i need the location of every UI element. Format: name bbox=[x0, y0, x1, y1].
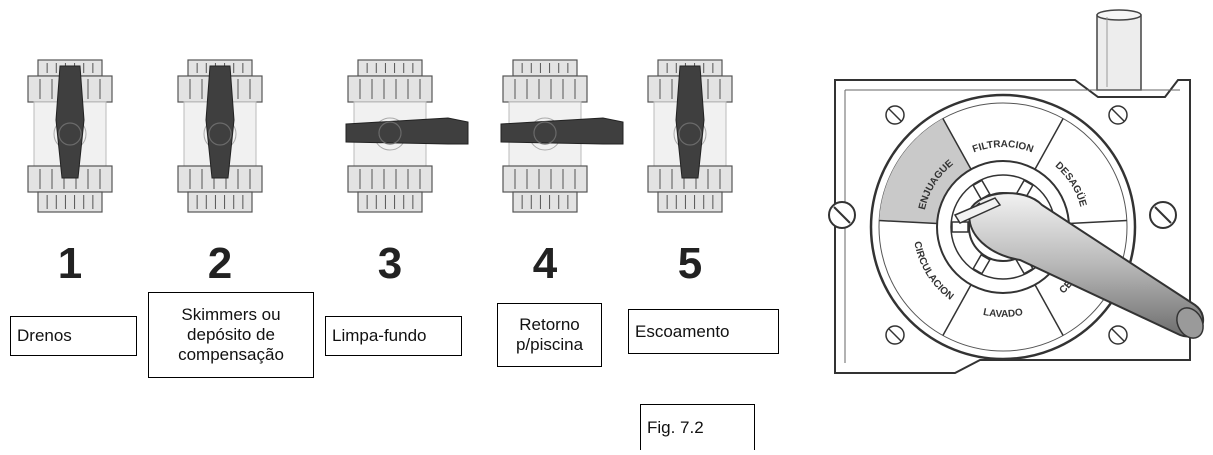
valve-3: 3 bbox=[340, 59, 469, 315]
valve-handle-horizontal bbox=[345, 117, 469, 145]
valve-1-label: Drenos bbox=[10, 316, 137, 356]
valve-1-drawing: 1 bbox=[27, 59, 113, 288]
valve-2: 2 bbox=[170, 59, 270, 315]
valve-5-drawing: 5 bbox=[647, 59, 733, 288]
dial-label-lavado: LAVADO bbox=[982, 307, 1024, 320]
dial-dividers bbox=[879, 118, 1127, 336]
figure-caption: Fig. 7.2 bbox=[640, 404, 755, 450]
valve-2-label-line-1: Skimmers ou bbox=[181, 305, 281, 324]
valve-5: 5 bbox=[640, 59, 740, 315]
valve-4-drawing: 4 bbox=[500, 59, 624, 288]
valve-1: 1 bbox=[20, 59, 120, 315]
multiport-valve: FILTRACION DESAGÜE CERRADO LAVADO CIRCUL… bbox=[820, 5, 1213, 450]
valve-number-1: 1 bbox=[58, 239, 82, 288]
multiport-top-pipe bbox=[1096, 9, 1142, 91]
valve-4: 4 bbox=[495, 59, 624, 315]
valve-handle-vertical bbox=[55, 65, 85, 179]
valve-handle-vertical bbox=[205, 65, 235, 179]
valve-number-5: 5 bbox=[678, 239, 702, 288]
dial-sector-highlight bbox=[879, 118, 972, 224]
valve-handle-vertical bbox=[675, 65, 705, 179]
valve-4-label-line-1: Retorno bbox=[519, 315, 580, 334]
valve-number-4: 4 bbox=[533, 239, 558, 288]
valve-2-drawing: 2 bbox=[177, 59, 263, 288]
valve-3-label: Limpa-fundo bbox=[325, 316, 462, 356]
valve-number-3: 3 bbox=[378, 239, 402, 288]
valve-3-drawing: 3 bbox=[345, 59, 469, 288]
valve-2-label-line-3: compensação bbox=[178, 345, 284, 364]
valve-number-2: 2 bbox=[208, 239, 232, 288]
valve-4-label-line-2: p/piscina bbox=[515, 335, 584, 354]
valve-handle-horizontal bbox=[500, 117, 624, 145]
valve-4-label: Retorno p/piscina bbox=[497, 303, 602, 367]
valve-5-label: Escoamento bbox=[628, 309, 779, 354]
valve-2-label: Skimmers ou depósito de compensação bbox=[148, 292, 314, 378]
multiport-valve-drawing: FILTRACION DESAGÜE CERRADO LAVADO CIRCUL… bbox=[828, 9, 1205, 374]
valve-2-label-line-2: depósito de bbox=[187, 325, 275, 344]
multiport-lever-handle bbox=[953, 192, 1205, 339]
valve-body bbox=[647, 59, 733, 213]
